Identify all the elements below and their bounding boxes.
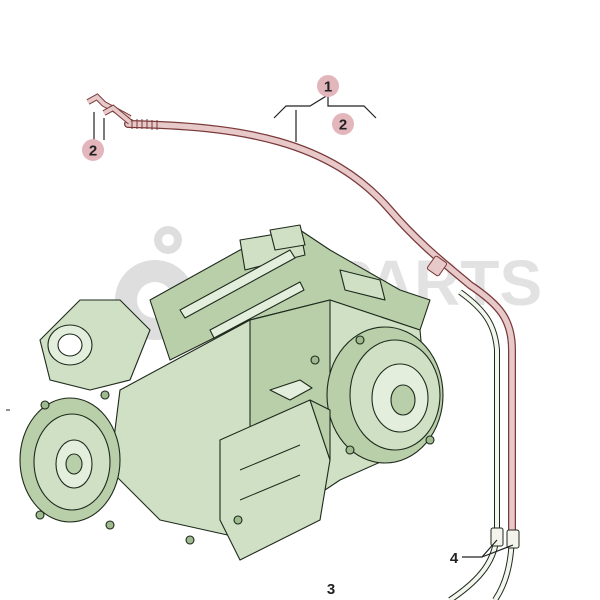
- callout-2-top-label: 2: [339, 117, 347, 134]
- callout-4-label: 4: [450, 550, 459, 567]
- callout-2-left-label: 2: [89, 143, 97, 160]
- bolts: [35, 335, 435, 545]
- shift-actuator-box: [219, 399, 331, 561]
- pipe-sleeves: [490, 527, 520, 549]
- left-output-flange: [19, 397, 121, 523]
- transfer-case-housing: [19, 224, 444, 561]
- right-output-flange: [326, 326, 444, 464]
- callout-1-label: 1: [324, 79, 332, 96]
- callout-2-left: 2: [82, 139, 104, 161]
- callout-3-label: 3: [327, 581, 335, 598]
- callout-2-top: 2: [332, 113, 354, 135]
- callout-1: 1: [317, 75, 339, 97]
- pipe-ribbed-end: [131, 119, 158, 130]
- left-mount-arm: [39, 299, 151, 391]
- callout-4: 4: [450, 550, 459, 567]
- pipe-connectors-left: [86, 93, 132, 125]
- callout-3: 3: [327, 581, 335, 598]
